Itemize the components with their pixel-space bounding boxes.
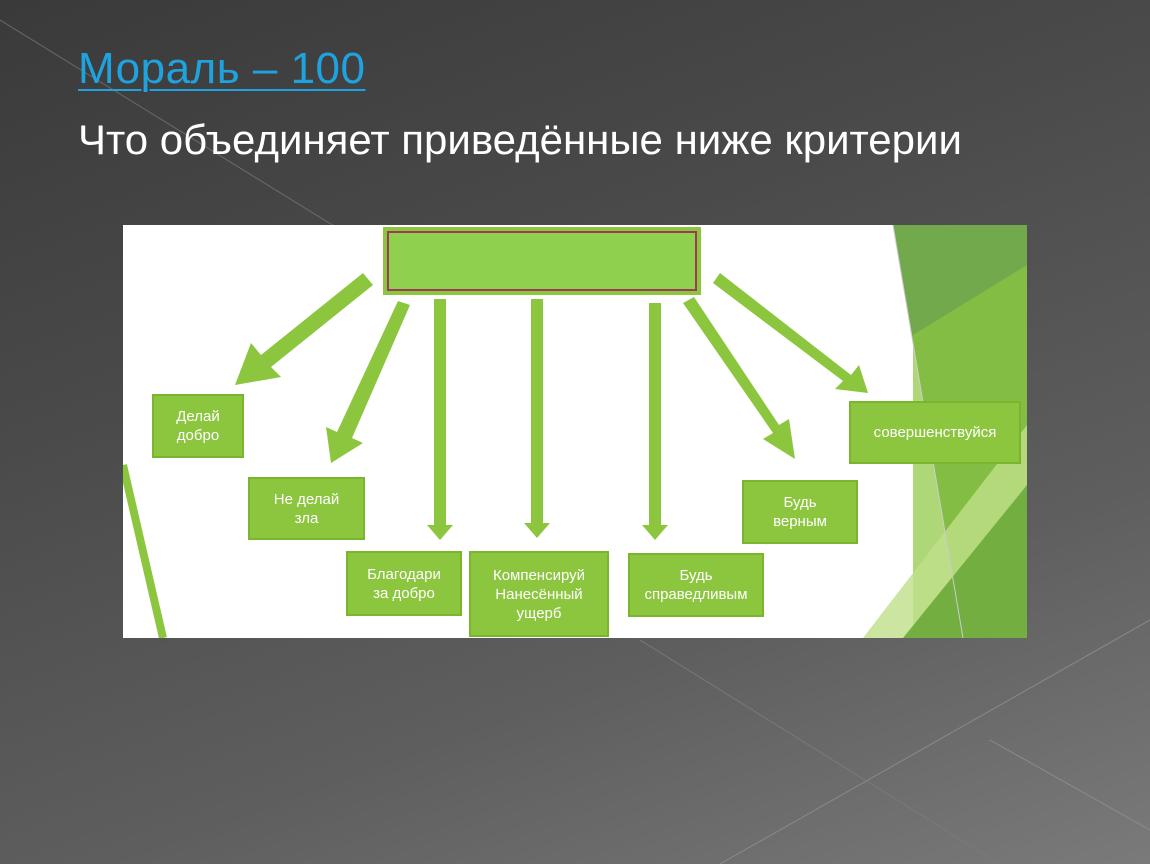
question-text: Что объединяет приведённые ниже критерии — [78, 116, 962, 163]
arrow-to-blagodari — [427, 299, 453, 540]
diagram-image: Делай добро Не делай зла Благодари за до… — [123, 225, 1027, 638]
node-blagodari: Благодари за добро — [346, 551, 462, 616]
diagram-arrows — [235, 273, 868, 540]
node-sovershenstvuysya: совершенствуйся — [849, 401, 1021, 464]
node-bud-spravedlivym: Будь справедливым — [628, 553, 764, 617]
arrow-to-bud-spravedlivym — [642, 303, 668, 540]
center-answer-box — [383, 227, 701, 295]
title-link[interactable]: Мораль – 100 — [78, 44, 366, 93]
node-ne-delay-zla: Не делай зла — [248, 477, 365, 540]
node-bud-vernym: Будь верным — [742, 480, 858, 544]
arrow-to-bud-vernym — [683, 297, 795, 459]
node-delay-dobro: Делай добро — [152, 394, 244, 458]
arrow-to-ne-delay-zla — [326, 301, 410, 463]
arrow-to-delay-dobro — [235, 273, 373, 385]
arrow-to-sovershenstvuysya — [713, 273, 868, 393]
node-kompensiruy: Компенсируй Нанесённый ущерб — [469, 551, 609, 637]
arrow-to-kompensiruy — [524, 299, 550, 538]
